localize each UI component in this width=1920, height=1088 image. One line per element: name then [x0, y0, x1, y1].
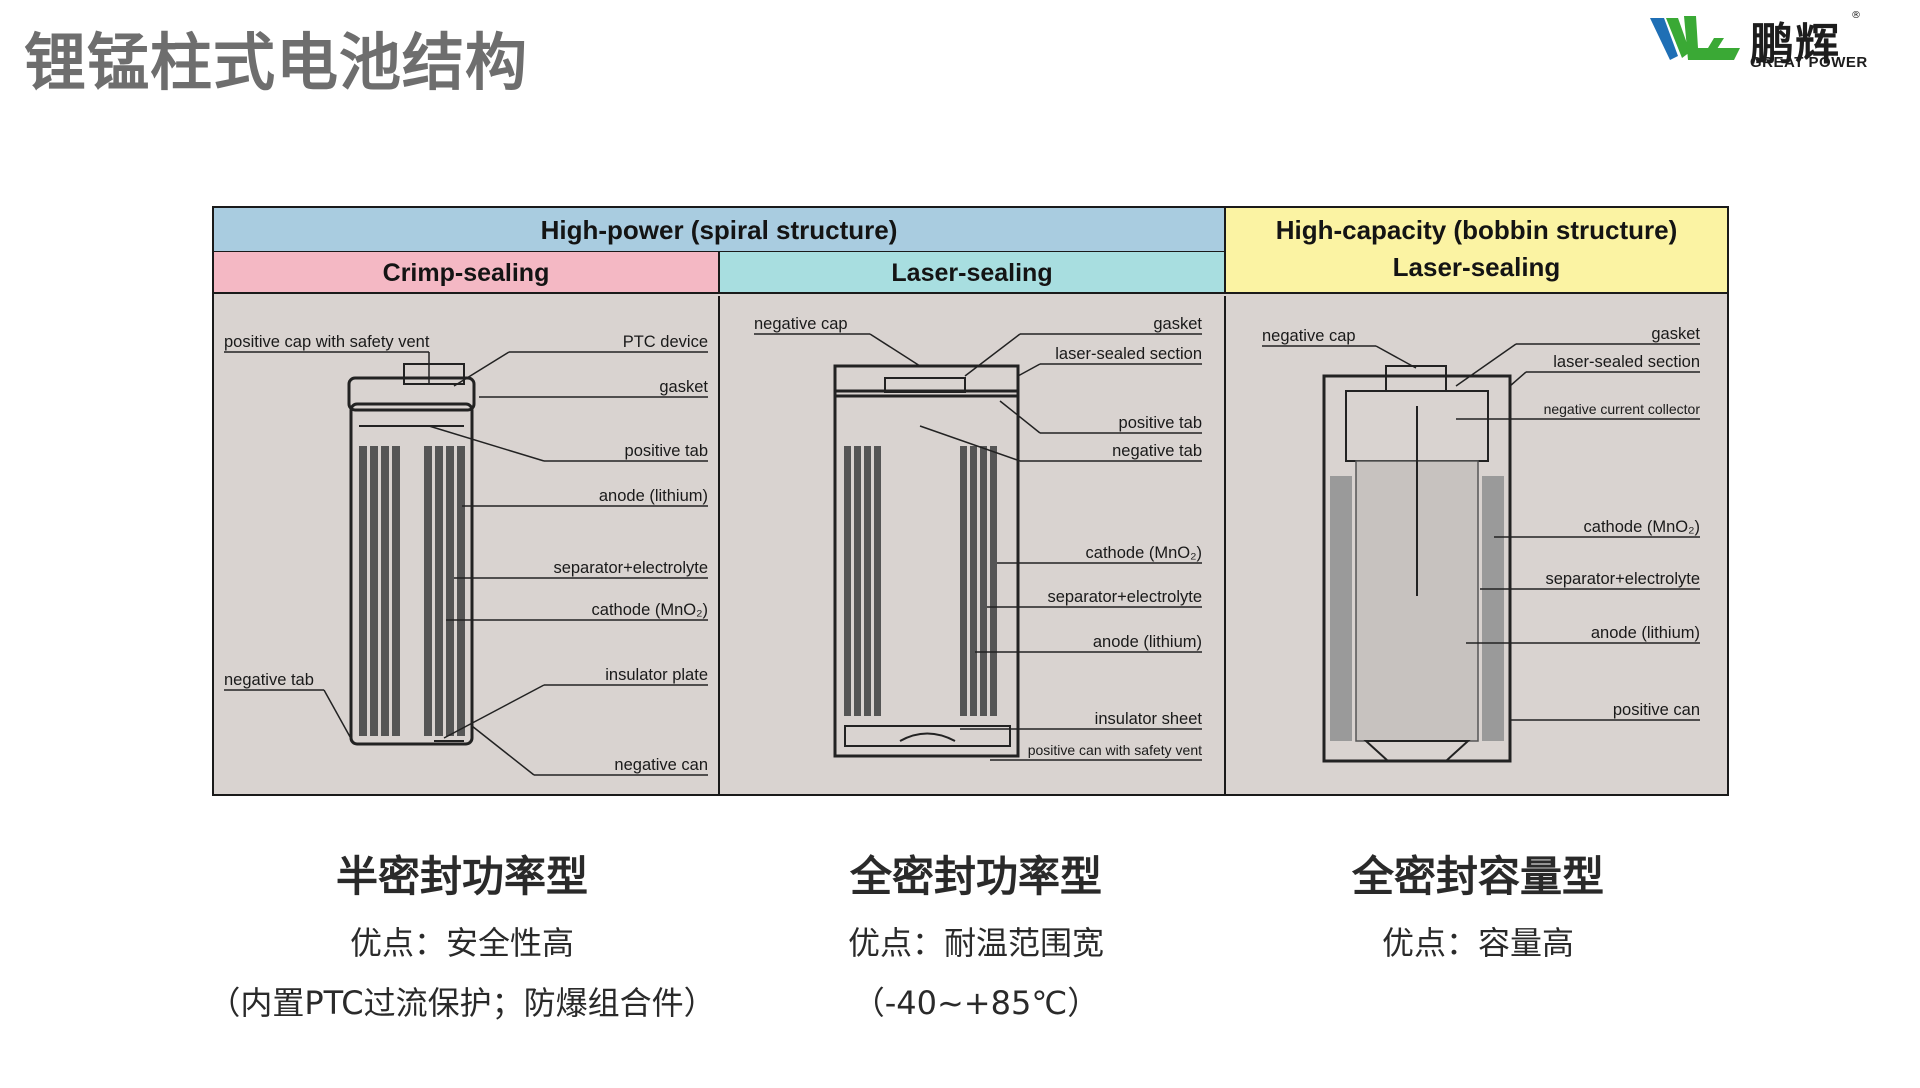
- logo-mark-icon: [1650, 16, 1740, 60]
- caption-title: 全密封功率型: [849, 852, 1102, 901]
- bobbin-cell-drawing: negative cap gasket laser-sealed section…: [1262, 325, 1701, 763]
- label-gasket: gasket: [1651, 325, 1700, 343]
- logo-english-text: GREAT POWER: [1750, 54, 1868, 71]
- label-gasket: gasket: [659, 378, 708, 396]
- label-separator: separator+electrolyte: [1047, 588, 1202, 606]
- label-positive-cap: positive cap with safety vent: [224, 333, 430, 351]
- label-negative-cap: negative cap: [1262, 327, 1356, 345]
- logo-chinese-text: 鹏辉: [1750, 19, 1840, 70]
- panel-bobbin: negative cap gasket laser-sealed section…: [1226, 296, 1727, 796]
- header-spiral-text: High-power (spiral structure): [540, 215, 898, 245]
- label-anode: anode (lithium): [1591, 624, 1700, 642]
- caption-advantage: 优点：耐温范围宽: [847, 924, 1104, 962]
- label-positive-can: positive can with safety vent: [1028, 742, 1202, 758]
- header-laser-text: Laser-sealing: [891, 259, 1053, 287]
- crimp-can-shape: [349, 402, 474, 746]
- registered-mark: ®: [1851, 10, 1861, 21]
- caption-title: 半密封功率型: [335, 852, 588, 901]
- label-ptc-device: PTC device: [623, 333, 708, 351]
- great-power-logo: 鹏辉 ® GREAT POWER: [1648, 8, 1920, 78]
- caption-advantage: 优点：容量高: [1381, 924, 1574, 962]
- label-insulator-sheet: insulator sheet: [1095, 710, 1203, 728]
- label-laser-sealed: laser-sealed section: [1553, 353, 1700, 371]
- panel-crimp-sealing: positive cap with safety vent negative t…: [214, 296, 720, 796]
- caption-sealed-capacity: 全密封容量型 优点：容量高: [1178, 843, 1778, 964]
- label-laser-sealed: laser-sealed section: [1055, 345, 1202, 363]
- label-negative-cap: negative cap: [754, 315, 848, 333]
- label-negative-collector: negative current collector: [1544, 401, 1701, 417]
- header-crimp-sealing: Crimp-sealing: [214, 252, 720, 294]
- caption-detail: （内置PTC过流保护；防爆组合件）: [208, 984, 716, 1022]
- label-anode: anode (lithium): [599, 487, 708, 505]
- label-separator: separator+electrolyte: [553, 559, 708, 577]
- header-laser-sealing: Laser-sealing: [720, 252, 1226, 294]
- page-title: 锂锰柱式电池结构: [24, 26, 529, 99]
- label-cathode: cathode (MnO₂): [1584, 518, 1700, 536]
- label-positive-tab: positive tab: [625, 442, 708, 460]
- label-positive-can: positive can: [1613, 701, 1700, 719]
- caption-title: 全密封容量型: [1351, 852, 1604, 901]
- label-negative-tab: negative tab: [1112, 442, 1202, 460]
- label-negative-tab: negative tab: [224, 671, 314, 689]
- header-bobbin-sub-text: Laser-sealing: [1392, 252, 1561, 282]
- caption-semi-sealed: 半密封功率型 优点：安全性高 （内置PTC过流保护；防爆组合件）: [162, 843, 762, 1024]
- label-cathode: cathode (MnO₂): [592, 601, 708, 619]
- header-bobbin-structure: High-capacity (bobbin structure) Laser-s…: [1226, 208, 1727, 294]
- label-insulator-plate: insulator plate: [605, 666, 708, 684]
- label-separator: separator+electrolyte: [1545, 570, 1700, 588]
- label-negative-can: negative can: [614, 756, 708, 774]
- caption-sealed-power: 全密封功率型 优点：耐温范围宽 （-40~+85℃）: [676, 843, 1276, 1024]
- laser-can-shape: [833, 389, 1020, 758]
- laser-right-electrode: [960, 446, 997, 716]
- crimp-cell-drawing: positive cap with safety vent negative t…: [224, 333, 708, 776]
- label-positive-tab: positive tab: [1119, 414, 1202, 432]
- laser-cell-drawing: negative cap gasket laser-sealed section…: [754, 315, 1203, 761]
- header-crimp-text: Crimp-sealing: [382, 259, 550, 287]
- panel-laser-sealing: negative cap gasket laser-sealed section…: [720, 296, 1226, 796]
- header-bobbin-text: High-capacity (bobbin structure): [1275, 215, 1678, 245]
- label-gasket: gasket: [1153, 315, 1202, 333]
- bobbin-cathode-right: [1482, 476, 1504, 741]
- header-spiral-structure: High-power (spiral structure): [214, 208, 1226, 252]
- label-anode: anode (lithium): [1093, 633, 1202, 651]
- laser-left-electrode: [844, 446, 881, 716]
- bobbin-cathode-left: [1330, 476, 1352, 741]
- caption-detail: （-40~+85℃）: [852, 984, 1100, 1022]
- battery-structure-diagram: High-power (spiral structure) High-capac…: [212, 206, 1729, 796]
- crimp-left-electrode: [359, 446, 400, 736]
- crimp-right-electrode: [424, 446, 465, 736]
- crimp-cap-shape: [347, 376, 476, 412]
- label-cathode: cathode (MnO₂): [1086, 544, 1202, 562]
- caption-advantage: 优点：安全性高: [349, 924, 574, 962]
